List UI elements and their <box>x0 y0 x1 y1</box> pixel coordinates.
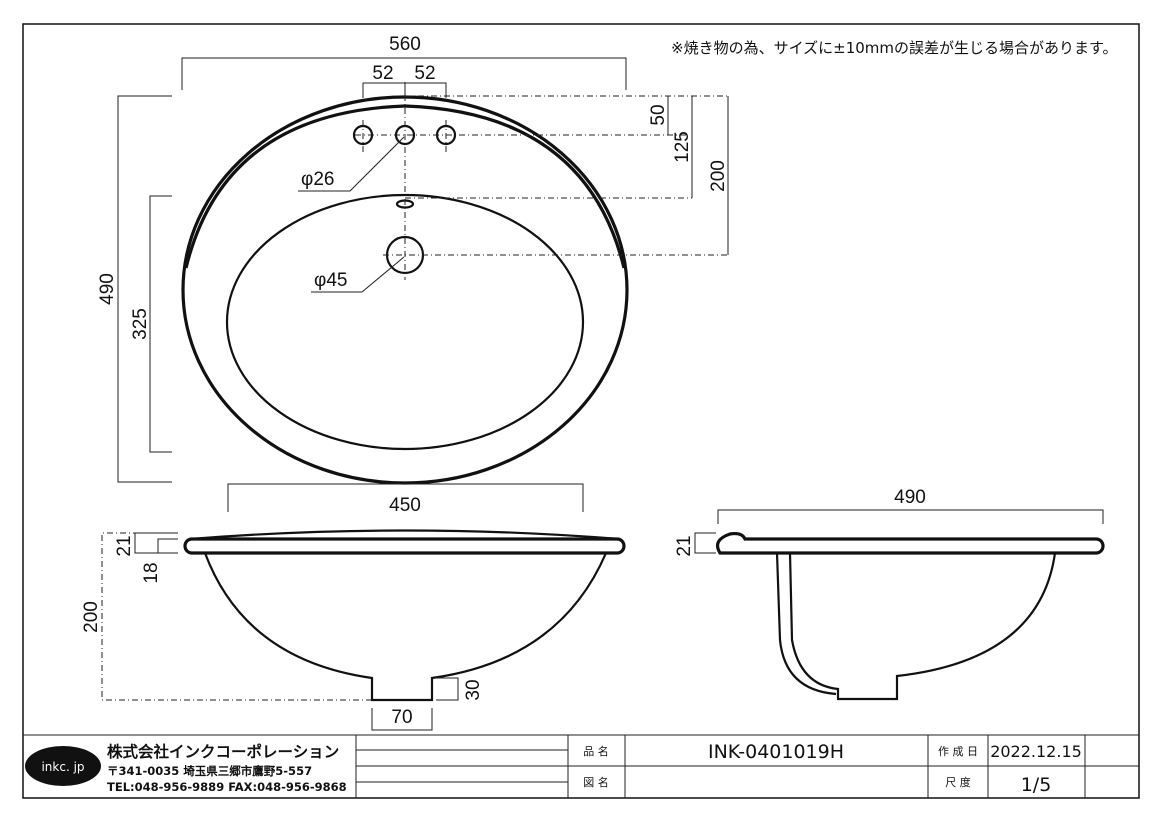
product-name-label: 品 名 <box>583 744 609 758</box>
side-bowl-inner <box>775 552 837 696</box>
top-view: 560 52 52 50 125 200 490 325 φ26 φ45 450 <box>97 34 729 516</box>
tolerance-note: ※焼き物の為、サイズに±10mmの誤差が生じる場合があります。 <box>671 39 1118 57</box>
drawing-name-label: 図 名 <box>583 775 609 789</box>
front-dim-21: 21 <box>114 535 135 556</box>
drawing-border <box>22 23 1140 799</box>
dim-50: 50 <box>648 104 669 125</box>
side-bowl <box>788 552 1057 701</box>
label-tap-hole-diameter: φ26 <box>301 169 334 190</box>
company-name: 株式会社インクコーポレーション <box>107 742 339 761</box>
dim-width-560: 560 <box>389 34 421 55</box>
basin <box>225 193 585 451</box>
created-date-label: 作 成 日 <box>938 745 978 758</box>
faucet-deck-arc <box>184 104 626 269</box>
scale-value: 1/5 <box>1021 774 1052 796</box>
front-rim-top <box>189 529 621 541</box>
front-view: 21 18 200 30 70 <box>81 529 626 731</box>
company-logo-text: inkc. jp <box>41 760 84 774</box>
side-dim-length-490: 490 <box>894 487 926 508</box>
created-date-value: 2022.12.15 <box>990 742 1082 761</box>
company-contact: TEL:048-956-9889 FAX:048-956-9868 <box>107 780 347 794</box>
title-block: inkc. jp 株式会社インクコーポレーション 〒341-0035 埼玉県三郷… <box>23 734 1139 798</box>
dim-125: 125 <box>672 131 693 163</box>
dim-height-325: 325 <box>130 308 151 340</box>
dim-hole-spacing-right: 52 <box>414 63 435 84</box>
dim-bowl-width-450: 450 <box>389 495 421 516</box>
company-address: 〒341-0035 埼玉県三郷市鷹野5-557 <box>107 764 312 778</box>
dim-hole-spacing-left: 52 <box>372 63 393 84</box>
front-dim-18: 18 <box>141 562 162 583</box>
company-logo <box>25 746 101 786</box>
front-dim-depth-200: 200 <box>81 601 102 633</box>
side-rim <box>716 531 1105 555</box>
side-view: 490 21 <box>674 487 1105 701</box>
front-dim-drain-30: 30 <box>463 679 484 700</box>
front-rim <box>183 537 626 555</box>
side-dim-21: 21 <box>674 535 695 556</box>
front-bowl <box>203 552 608 702</box>
dim-height-490: 490 <box>97 273 118 305</box>
scale-label: 尺 度 <box>945 775 971 789</box>
dim-200: 200 <box>708 160 729 192</box>
label-drain-diameter: φ45 <box>314 270 347 291</box>
product-name-value: INK-0401019H <box>708 741 844 763</box>
rim-outer <box>181 95 629 485</box>
front-dim-drain-70: 70 <box>391 707 412 728</box>
